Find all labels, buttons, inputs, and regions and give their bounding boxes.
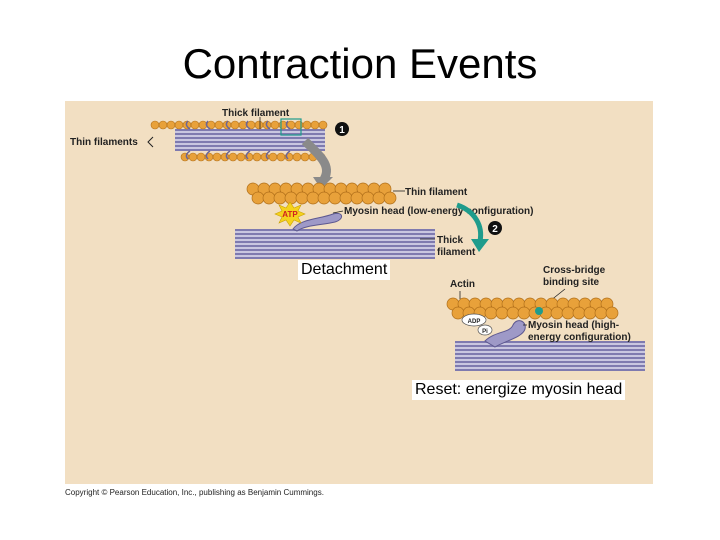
thick-filament-mini (175, 129, 325, 151)
label-cross-line2: binding site (543, 277, 600, 288)
atp-star: ATP (274, 201, 306, 227)
caption-detachment: Detachment (298, 260, 391, 280)
thin-filaments-bracket (147, 136, 154, 148)
step-2-number: 2 (492, 224, 498, 235)
step-1-number: 1 (339, 125, 345, 136)
thick-filament-step2 (455, 341, 645, 371)
label-myosin-high-line2: energy configuration) (528, 332, 631, 343)
step-1-badge: 1 (335, 122, 349, 136)
slide-title: Contraction Events (182, 40, 538, 87)
zoom-arrow-head (313, 177, 333, 189)
label-thick-line1: Thick (437, 235, 464, 246)
label-myosin-low: Myosin head (low-energy configuration) (344, 206, 533, 217)
pi-label: Pi (482, 329, 488, 335)
highlight-box (280, 118, 302, 136)
label-thick-line2: filament (437, 247, 476, 258)
mini-myosin-heads (185, 120, 291, 160)
myosin-low-leader (332, 210, 344, 214)
actin-filament (446, 297, 619, 320)
step-arrow (456, 202, 484, 242)
label-thin-filaments: Thin filaments (70, 137, 138, 148)
label-myosin-high-line1: Myosin head (high- (528, 320, 619, 331)
thin-filament-upper (150, 120, 328, 130)
contraction-diagram: Thick filament Thin filaments 1 Thin fil… (70, 108, 645, 371)
step-2-badge: 2 (488, 221, 502, 235)
diagram-panel (65, 101, 653, 484)
atp-label: ATP (282, 210, 298, 219)
label-actin: Actin (450, 279, 475, 290)
binding-site-marker (535, 307, 543, 315)
caption-reset: Reset: energize myosin head (412, 380, 626, 400)
label-thick-filament-top: Thick filament (222, 108, 290, 119)
myosin-head-low (292, 212, 342, 232)
label-cross-line1: Cross-bridge (543, 265, 606, 276)
copyright-notice: Copyright © Pearson Education, Inc., pub… (65, 488, 324, 497)
label-thin-filament: Thin filament (405, 187, 468, 198)
myosin-head-high (484, 320, 526, 348)
thin-filament-lower (180, 152, 326, 162)
thin-filament-detail (246, 182, 397, 205)
adp-bubble: ADP (461, 313, 487, 327)
pi-bubble: Pi (477, 324, 493, 336)
adp-label: ADP (468, 319, 481, 325)
step-arrow-head (471, 239, 489, 252)
thick-filament-detail (235, 229, 435, 259)
sarcomere-overview (147, 117, 328, 162)
